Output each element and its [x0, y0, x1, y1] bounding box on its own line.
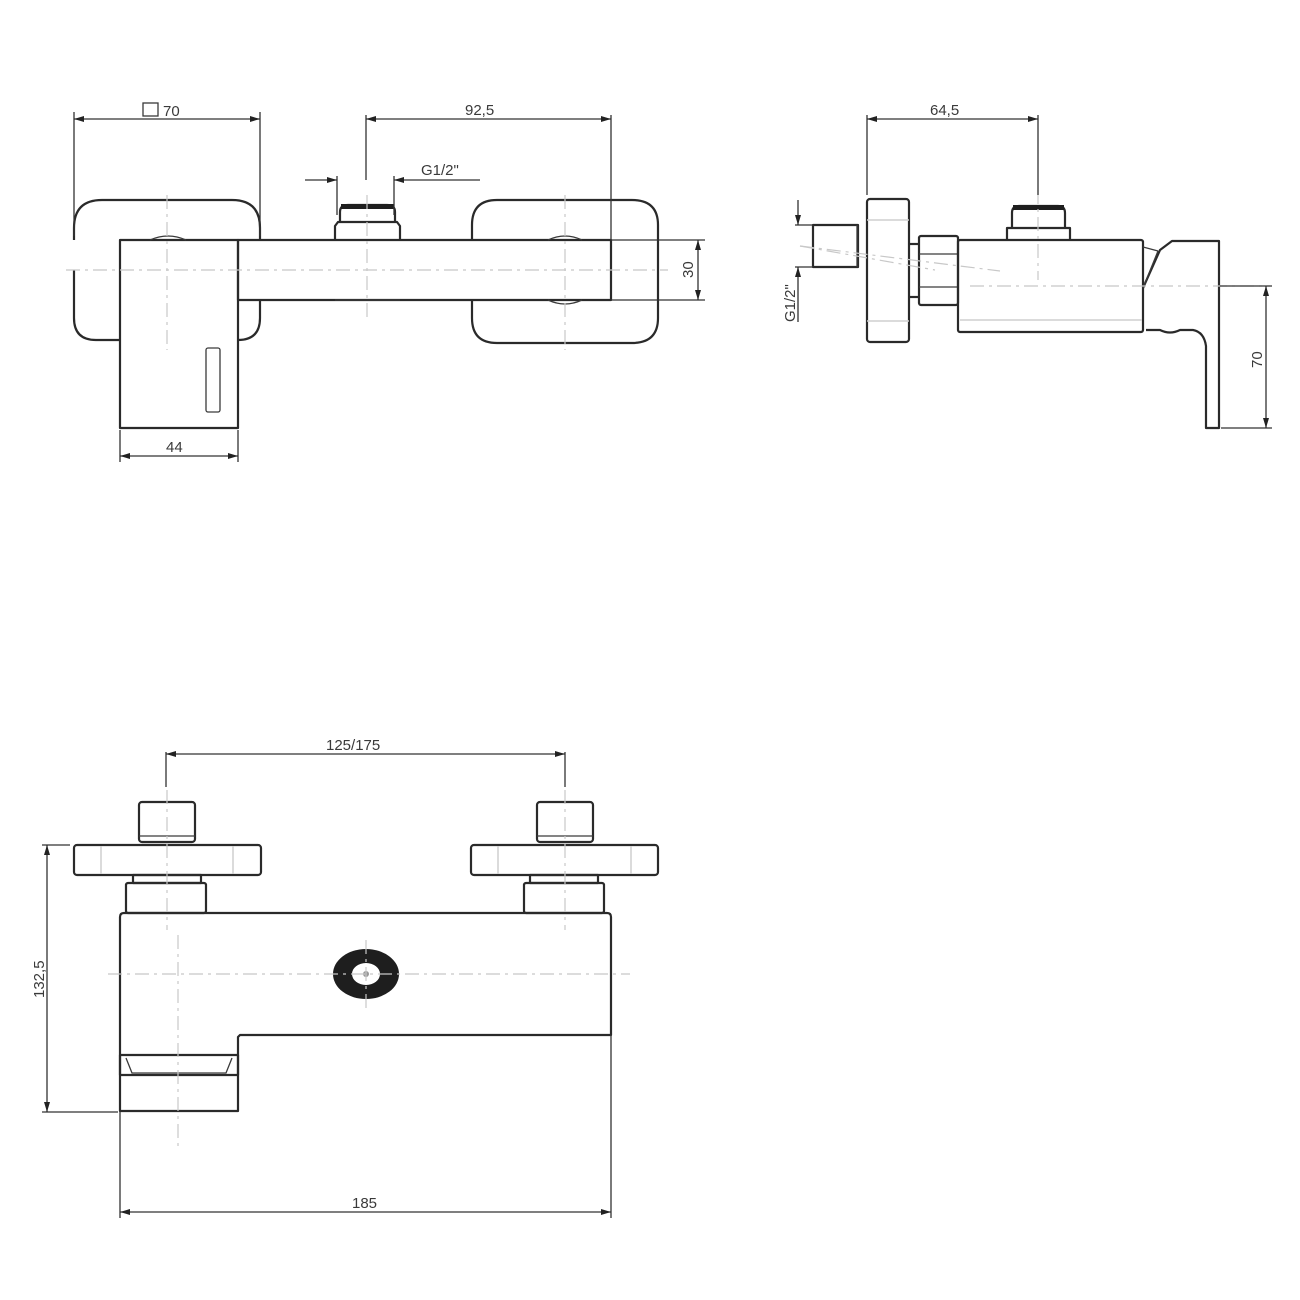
wall-disc	[865, 197, 911, 344]
inlet-thread	[811, 223, 860, 269]
dim-depth: 64,5	[930, 102, 959, 119]
dim-overall-width: 185	[352, 1195, 377, 1212]
spout-outlet	[118, 1053, 240, 1113]
spout-block	[118, 238, 240, 430]
lever-handle	[1141, 239, 1221, 430]
dim-lever-height: 70	[1249, 351, 1266, 368]
left-nut	[124, 881, 208, 915]
dim-thread: G1/2"	[421, 162, 459, 179]
right-nut	[522, 881, 606, 915]
dim-connection-centers: 125/175	[326, 737, 380, 754]
dim-body-height: 30	[680, 261, 697, 278]
dim-overall-depth: 132,5	[31, 960, 48, 998]
right-wall-flange	[470, 198, 660, 345]
front-view: 70 92,5 G1/2" 30 44	[66, 102, 705, 462]
top-view: 125/175 132,5 185	[31, 737, 660, 1218]
dim-flange-square: 70	[163, 103, 180, 120]
top-body	[118, 911, 613, 1055]
aerator-slot	[205, 347, 221, 413]
dim-side-thread: G1/2"	[782, 284, 799, 322]
side-view: 64,5 G1/2" 70	[782, 102, 1272, 430]
dim-center-to-outlet: 92,5	[465, 102, 494, 119]
dim-spout-width: 44	[166, 439, 183, 456]
square-symbol	[142, 102, 159, 117]
hex-nut	[917, 234, 960, 307]
